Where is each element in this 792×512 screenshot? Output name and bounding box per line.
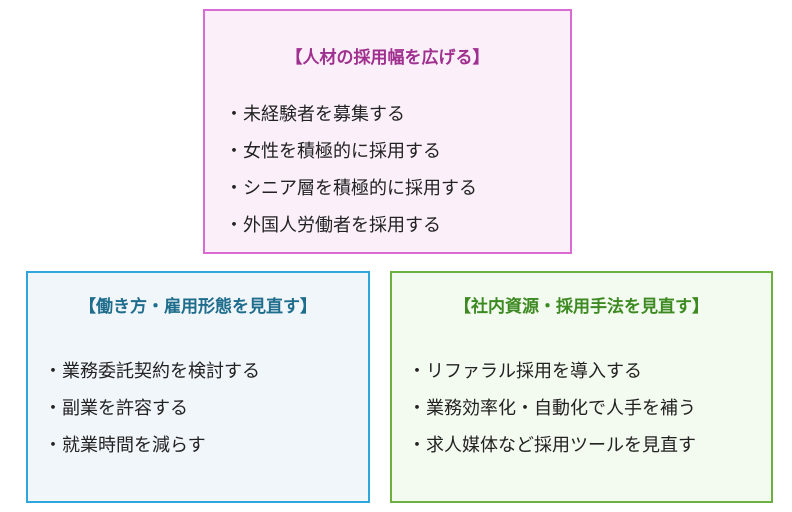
box-review-internal-resources: 【社内資源・採用手法を見直す】 ・リファラル採用を導入する ・業務効率化・自動化… — [390, 271, 773, 503]
list-item: ・業務委託契約を検討する — [44, 361, 260, 382]
box-expand-hiring-range: 【人材の採用幅を広げる】 ・未経験者を募集する ・女性を積極的に採用する ・シニ… — [203, 9, 572, 254]
box-title: 【社内資源・採用手法を見直す】 — [454, 297, 709, 317]
list-item: ・副業を許容する — [44, 398, 188, 419]
list-item: ・女性を積極的に採用する — [225, 141, 441, 162]
list-item: ・就業時間を減らす — [44, 435, 206, 456]
list-item: ・未経験者を募集する — [225, 104, 405, 125]
box-review-work-style: 【働き方・雇用形態を見直す】 ・業務委託契約を検討する ・副業を許容する ・就業… — [26, 271, 370, 503]
list-item: ・外国人労働者を採用する — [225, 215, 441, 236]
list-item: ・リファラル採用を導入する — [408, 361, 642, 382]
item-list: ・業務委託契約を検討する ・副業を許容する ・就業時間を減らす — [44, 353, 260, 464]
box-title: 【働き方・雇用形態を見直す】 — [79, 297, 317, 317]
list-item: ・求人媒体など採用ツールを見直す — [408, 435, 696, 456]
item-list: ・未経験者を募集する ・女性を積極的に採用する ・シニア層を積極的に採用する ・… — [225, 96, 477, 244]
list-item: ・シニア層を積極的に採用する — [225, 178, 477, 199]
list-item: ・業務効率化・自動化で人手を補う — [408, 398, 696, 419]
box-title: 【人材の採用幅を広げる】 — [285, 48, 490, 68]
item-list: ・リファラル採用を導入する ・業務効率化・自動化で人手を補う ・求人媒体など採用… — [408, 353, 696, 464]
